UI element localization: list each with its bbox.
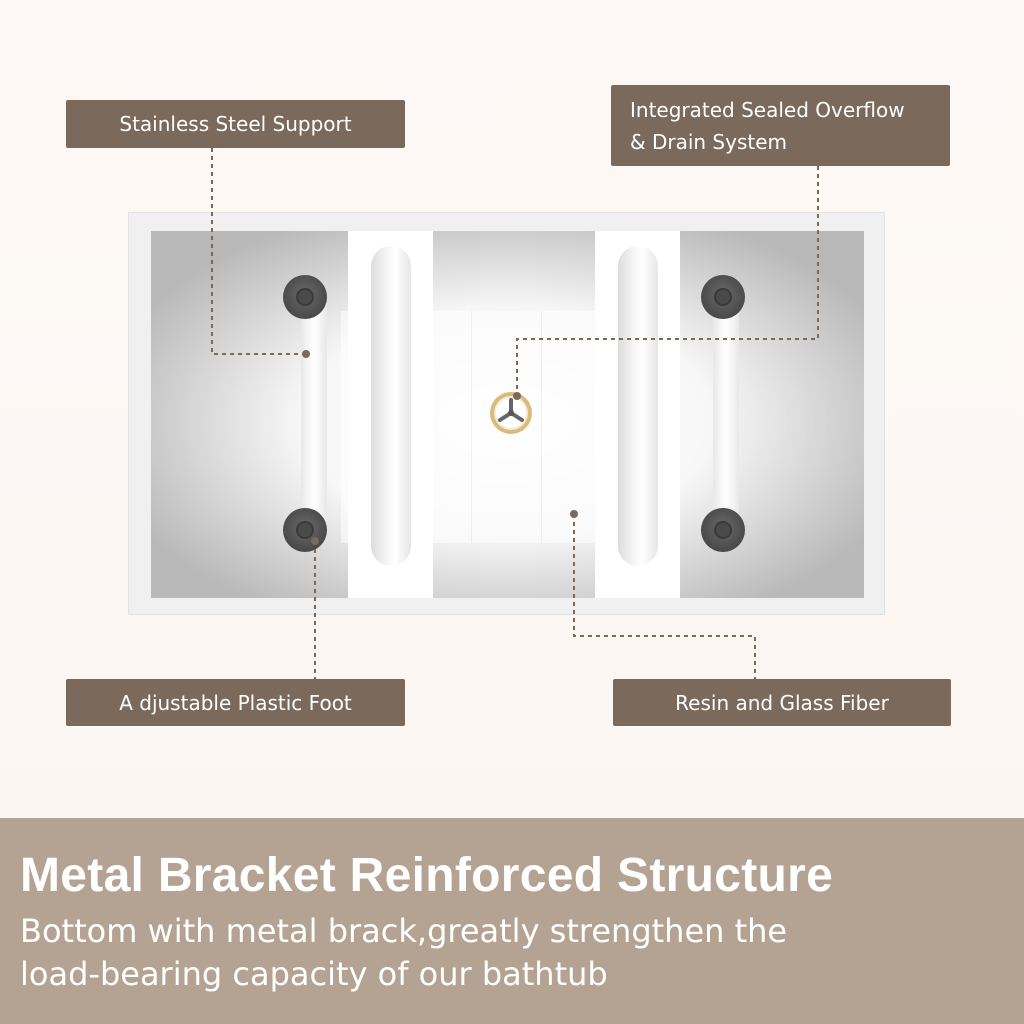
callout-label-line1: Integrated Sealed Overflow (630, 97, 905, 122)
right-support-bar (713, 301, 739, 531)
banner-subtitle-line2: load-bearing capacity of our bathtub (20, 955, 608, 993)
adjustable-foot-icon (701, 508, 745, 552)
callout-stainless-steel-support: Stainless Steel Support (66, 100, 405, 148)
left-reinforcement-rib (348, 231, 433, 598)
callout-resin-glass-fiber: Resin and Glass Fiber (613, 679, 951, 726)
banner-subtitle-line1: Bottom with metal brack,greatly strength… (20, 912, 788, 950)
banner-title: Metal Bracket Reinforced Structure (20, 849, 834, 902)
right-rib-groove (618, 246, 658, 566)
banner-subtitle: Bottom with metal brack,greatly strength… (20, 910, 787, 996)
callout-label-line2: & Drain System (630, 129, 788, 154)
drain-icon (490, 392, 532, 434)
callout-label: Resin and Glass Fiber (675, 690, 889, 715)
callout-label: A djustable Plastic Foot (119, 690, 352, 715)
callout-label: Stainless Steel Support (119, 112, 352, 136)
adjustable-foot-icon (701, 275, 745, 319)
left-rib-groove (371, 246, 411, 566)
left-support-bar (301, 301, 327, 531)
feature-banner: Metal Bracket Reinforced Structure Botto… (0, 818, 1024, 1024)
adjustable-foot-icon (283, 275, 327, 319)
adjustable-foot-icon (283, 508, 327, 552)
callout-adjustable-plastic-foot: A djustable Plastic Foot (66, 679, 405, 726)
callout-overflow-drain-system: Integrated Sealed Overflow & Drain Syste… (611, 85, 950, 166)
right-reinforcement-rib (595, 231, 680, 598)
